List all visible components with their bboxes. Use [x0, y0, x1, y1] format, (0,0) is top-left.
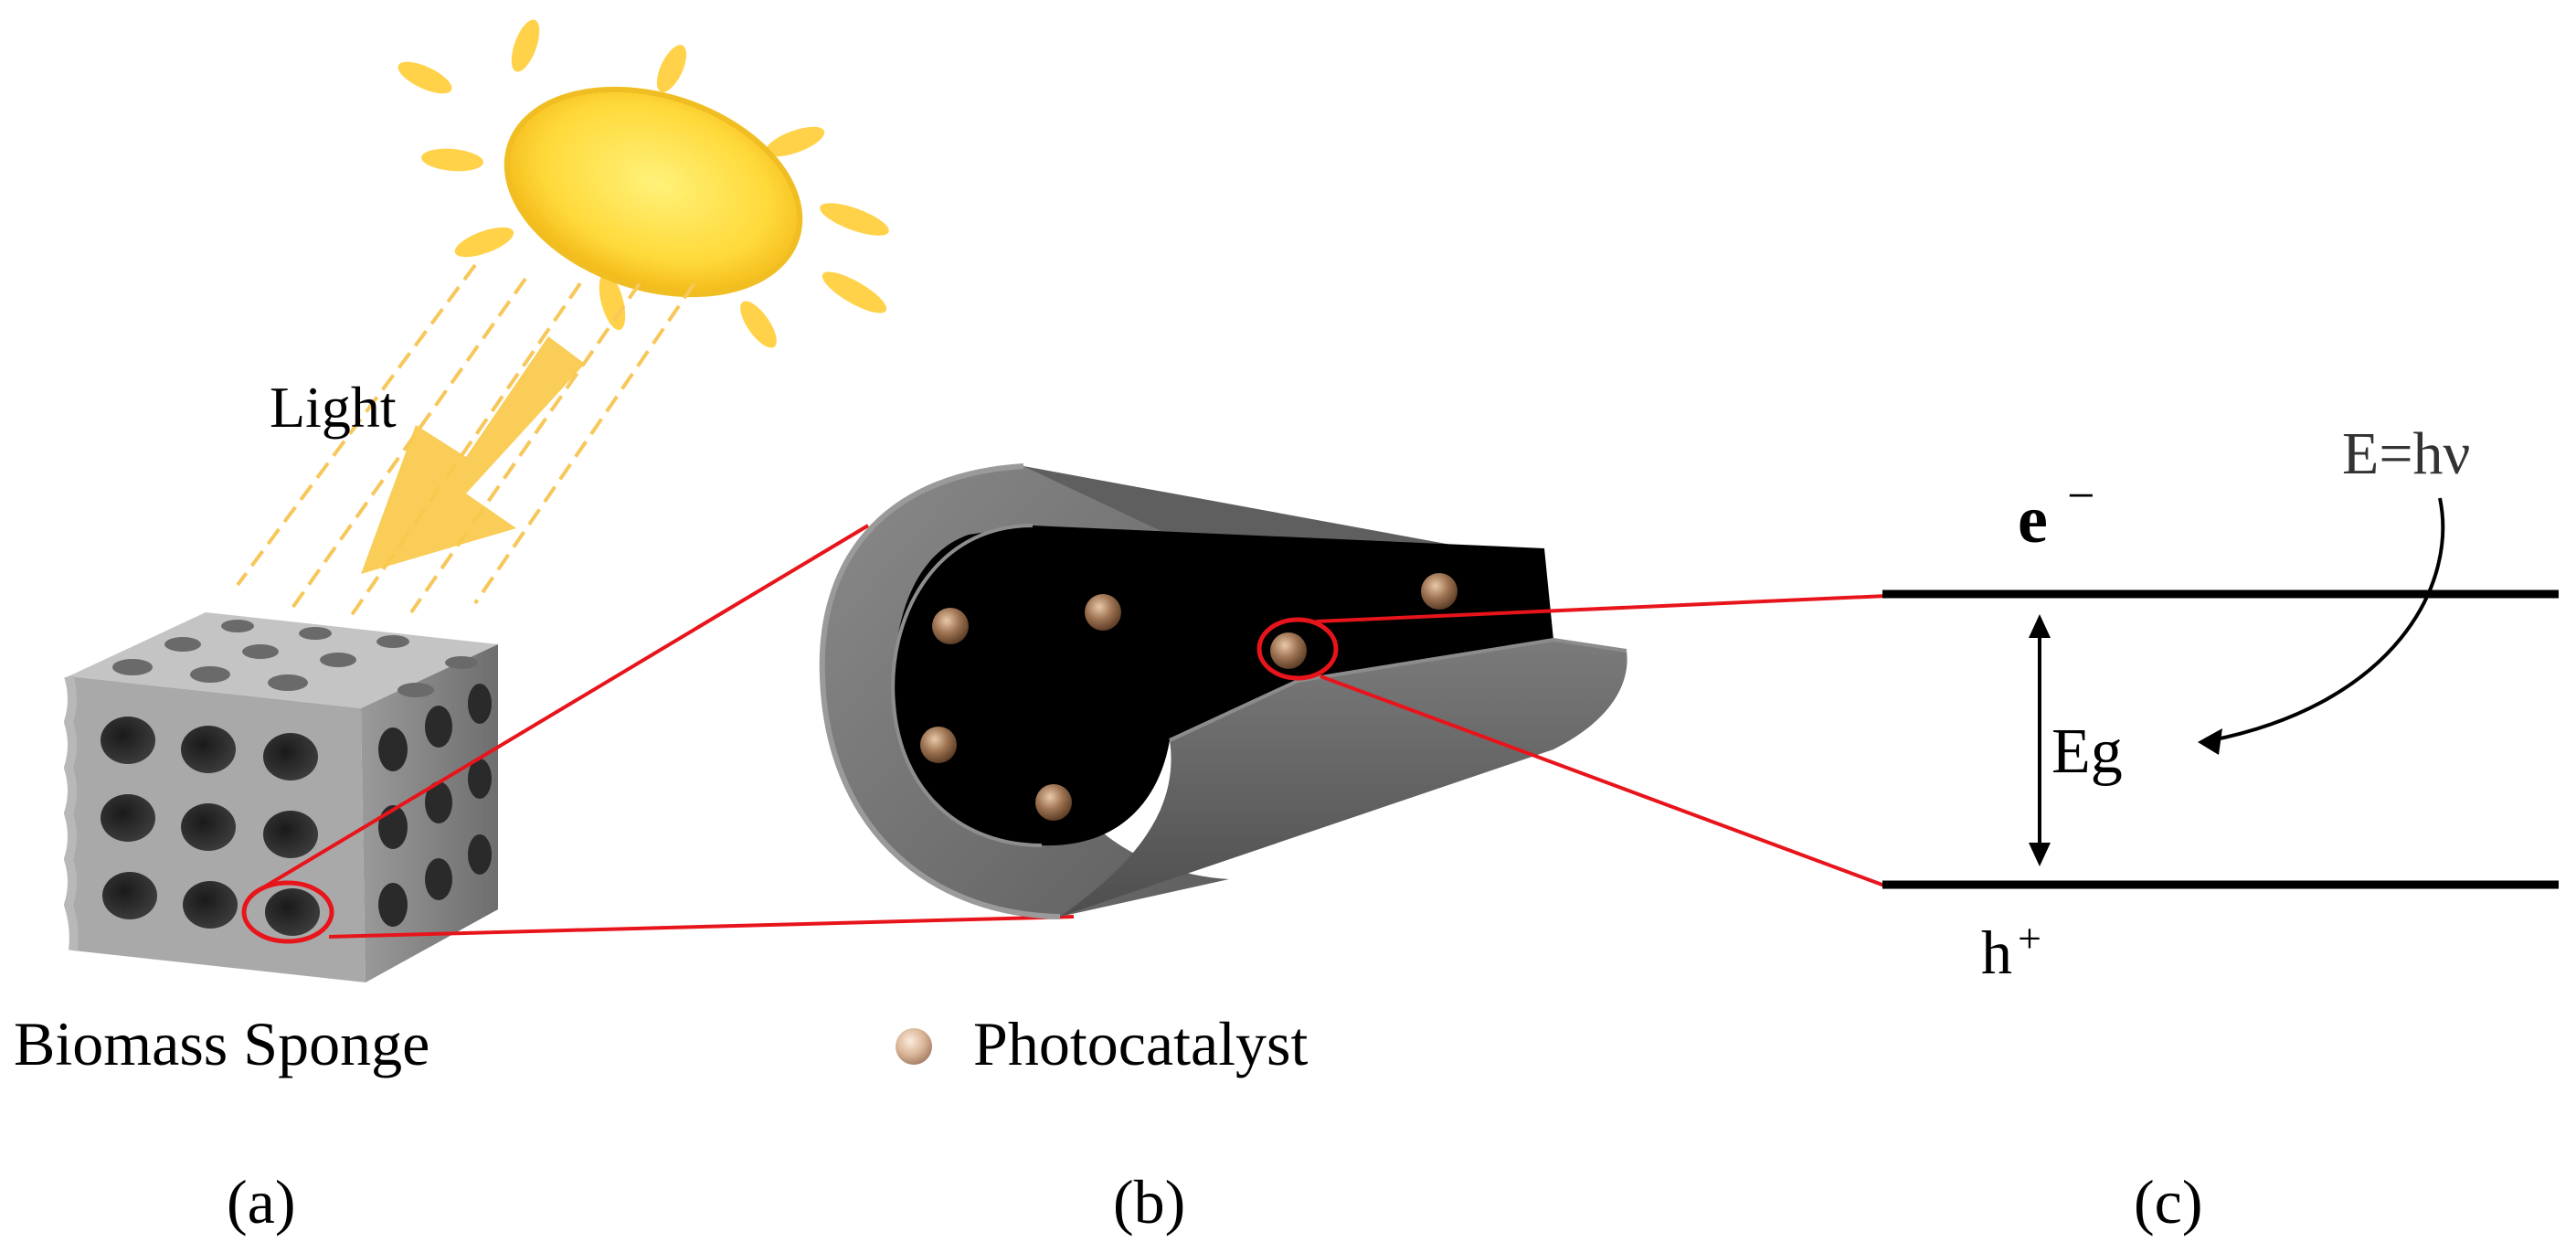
photocatalyst-label: Photocatalyst	[973, 1009, 1309, 1078]
biomass-sponge-label: Biomass Sponge	[14, 1009, 429, 1078]
photocatalyst-particle-icon	[1085, 594, 1121, 631]
band-gap-label: Eg	[2051, 717, 2123, 787]
porous-cube-icon	[63, 612, 498, 982]
zoom-circle-sponge	[241, 880, 334, 944]
photocatalyst-particle-icon	[932, 608, 969, 644]
photocatalyst-particles	[920, 573, 1458, 821]
photon-arrow	[2210, 497, 2445, 742]
photocatalyst-particle-icon	[1270, 632, 1307, 669]
band-diagram	[1882, 497, 2559, 889]
photocatalyst-particle-icon	[1035, 784, 1072, 821]
panel-b-label: (b)	[1113, 1167, 1185, 1237]
sun-icon	[398, 19, 889, 348]
zoom-lines-b-c	[1315, 594, 1888, 888]
zoom-circle-tube	[1256, 617, 1339, 681]
hole-label: h	[1981, 918, 2012, 987]
energy-label: E=hν	[2342, 420, 2470, 487]
light-label: Light	[270, 375, 397, 440]
light-rays	[236, 263, 696, 623]
hole-charge: +	[2018, 915, 2041, 961]
zoom-lines-a-b	[263, 524, 1075, 939]
cut-tube-icon	[819, 463, 1627, 919]
photocatalyst-particle-icon	[920, 727, 957, 763]
photocatalyst-particle-icon	[1421, 573, 1458, 610]
panel-c-label: (c)	[2134, 1167, 2202, 1237]
panel-a-label: (a)	[227, 1167, 295, 1237]
electron-charge: −	[2067, 468, 2094, 523]
light-arrow-icon	[361, 336, 585, 574]
electron-label: e	[2018, 483, 2048, 557]
legend-particle-icon	[896, 1028, 932, 1065]
